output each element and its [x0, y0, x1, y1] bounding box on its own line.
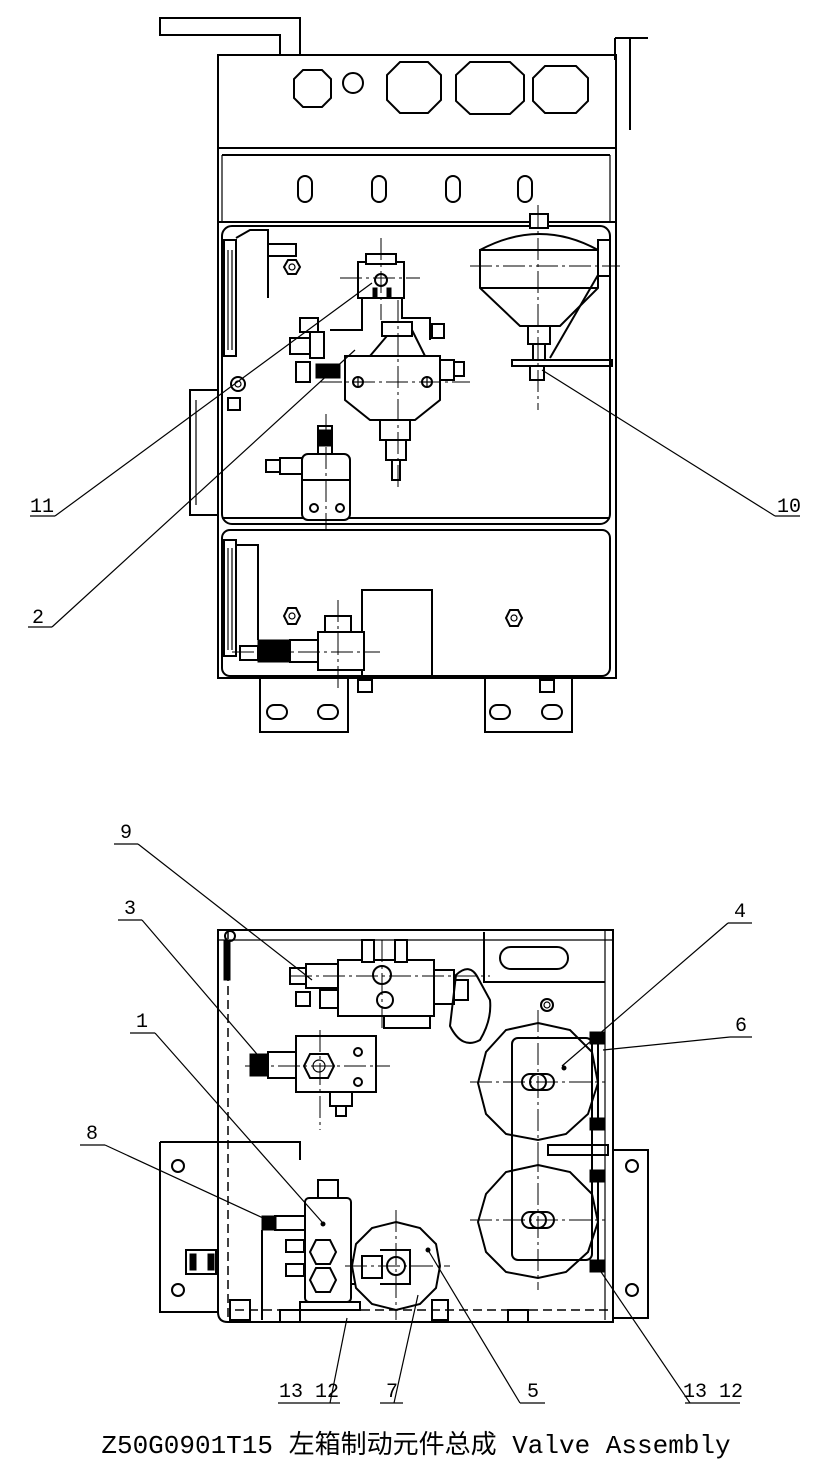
callout-6: 6 [735, 1015, 747, 1038]
callout-5: 5 [527, 1381, 539, 1404]
callout-13-12-right: 13 12 [683, 1381, 743, 1404]
callout-3: 3 [124, 898, 136, 921]
bottom-view-leaders [80, 843, 752, 1404]
callout-9: 9 [120, 822, 132, 845]
top-view-leaders [28, 282, 800, 628]
top-view-callout-labels: 11 2 10 [30, 496, 801, 630]
top-view [159, 17, 648, 733]
drawing-title: Z50G0901T15 左箱制动元件总成 Valve Assembly [101, 1431, 731, 1461]
bottom-view [159, 929, 649, 1323]
callout-13-12-left: 13 12 [279, 1381, 339, 1404]
callout-2: 2 [32, 607, 44, 630]
callout-1: 1 [136, 1011, 148, 1034]
callout-8: 8 [86, 1123, 98, 1146]
callout-7: 7 [386, 1381, 398, 1404]
callout-10: 10 [777, 496, 801, 519]
bottom-view-callout-labels: 9 3 1 8 4 6 13 12 7 5 13 12 [86, 822, 747, 1404]
callout-11: 11 [30, 496, 54, 519]
callout-4: 4 [734, 901, 746, 924]
